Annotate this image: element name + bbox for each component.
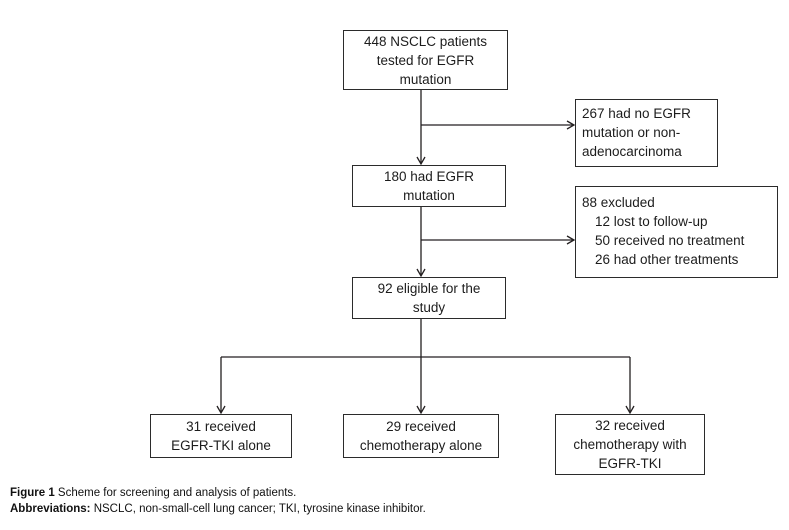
box-line: EGFR-TKI bbox=[598, 456, 662, 471]
box-line: chemotherapy alone bbox=[359, 438, 483, 453]
box-88-excluded: 88 excluded 12 lost to follow-up 50 rece… bbox=[575, 186, 778, 278]
box-line: chemotherapy with bbox=[573, 437, 687, 452]
box-line: mutation bbox=[403, 188, 455, 203]
abbreviations-label: Abbreviations: bbox=[10, 502, 91, 515]
box-line: EGFR-TKI alone bbox=[171, 438, 271, 453]
box-line: 31 received bbox=[186, 419, 256, 434]
arrowhead-right-88 bbox=[566, 235, 576, 245]
box-line: 92 eligible for the bbox=[377, 281, 481, 296]
box-267-no-mutation: 267 had no EGFR mutation or non- adenoca… bbox=[575, 99, 718, 167]
figure-caption: Figure 1 Scheme for screening and analys… bbox=[10, 486, 780, 517]
box-line: study bbox=[412, 300, 446, 315]
box-31-egfr-tki-alone: 31 received EGFR-TKI alone bbox=[150, 414, 292, 458]
box-line: adenocarcinoma bbox=[582, 144, 682, 159]
box-line: 267 had no EGFR bbox=[582, 106, 691, 121]
arrowhead-down-29 bbox=[416, 405, 426, 415]
box-line: 12 lost to follow-up bbox=[595, 214, 708, 229]
box-line: 29 received bbox=[386, 419, 456, 434]
arrowhead-down-92 bbox=[416, 268, 426, 278]
arrowhead-down-32 bbox=[625, 405, 635, 415]
caption-abbreviations-line: Abbreviations: NSCLC, non-small-cell lun… bbox=[10, 502, 780, 518]
box-32-chemo-with-tki: 32 received chemotherapy with EGFR-TKI bbox=[555, 414, 705, 475]
box-line: 180 had EGFR bbox=[383, 169, 475, 184]
abbreviations-text: NSCLC, non-small-cell lung cancer; TKI, … bbox=[90, 502, 426, 515]
box-180-egfr-mutation: 180 had EGFR mutation bbox=[352, 165, 506, 207]
box-line: tested for EGFR bbox=[376, 52, 475, 68]
box-line: mutation bbox=[399, 71, 452, 87]
box-line: mutation or non- bbox=[582, 125, 681, 140]
box-line: 88 excluded bbox=[582, 195, 655, 210]
arrowhead-down-180 bbox=[416, 156, 426, 166]
box-line: 448 NSCLC patients bbox=[363, 33, 488, 49]
figure-label: Figure 1 bbox=[10, 487, 55, 499]
box-line: 32 received bbox=[595, 418, 665, 433]
caption-figure-line: Figure 1 Scheme for screening and analys… bbox=[10, 486, 780, 502]
box-448-nsclc-tested: 448 NSCLC patients tested for EGFR mutat… bbox=[343, 30, 508, 90]
arrowhead-right-267 bbox=[566, 120, 576, 130]
box-line: 26 had other treatments bbox=[595, 252, 739, 267]
box-line: 50 received no treatment bbox=[595, 233, 745, 248]
box-29-chemotherapy-alone: 29 received chemotherapy alone bbox=[343, 414, 499, 458]
figure-caption-text: Scheme for screening and analysis of pat… bbox=[54, 487, 297, 499]
arrowhead-down-31 bbox=[216, 405, 226, 415]
box-92-eligible: 92 eligible for the study bbox=[352, 277, 506, 319]
